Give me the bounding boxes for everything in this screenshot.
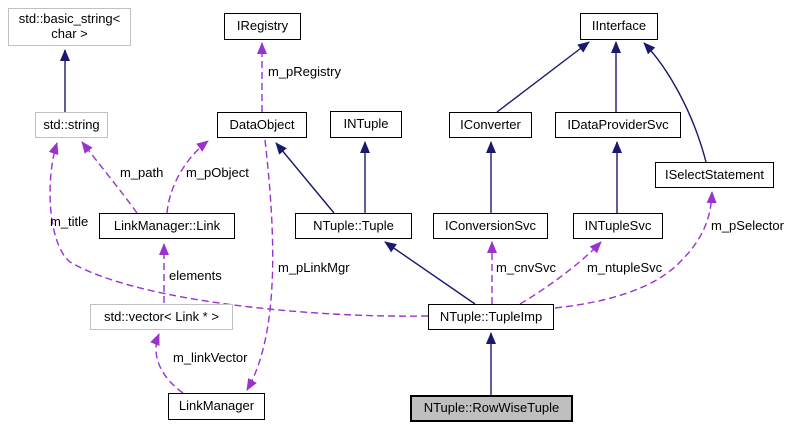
node-std-basic-string[interactable]: std::basic_string< char > <box>8 8 131 46</box>
edge-label-m-linkvector: m_linkVector <box>173 350 248 365</box>
node-std-vector-link[interactable]: std::vector< Link * > <box>90 304 233 330</box>
node-intuplesvc[interactable]: INTupleSvc <box>573 213 663 239</box>
edge-linkmanager-to-vector-m-linkvector <box>150 333 184 394</box>
edge-label-m-ntuplesvc: m_ntupleSvc <box>587 260 663 275</box>
edge-label-elements: elements <box>169 268 222 283</box>
node-idataprovidersvc[interactable]: IDataProviderSvc <box>555 112 681 138</box>
edge-link-to-string-m-path <box>81 141 138 214</box>
edge-label-m-pselector: m_pSelector <box>711 218 784 233</box>
node-iselectstatement[interactable]: ISelectStatement <box>655 162 774 188</box>
node-iconverter[interactable]: IConverter <box>449 112 532 138</box>
edge-label-m-title: m_title <box>50 214 89 229</box>
edge-label-m-path: m_path <box>120 165 164 180</box>
node-iinterface[interactable]: IInterface <box>580 13 658 40</box>
node-iregistry[interactable]: IRegistry <box>224 13 301 40</box>
edge-tupleimp-to-string-m-title <box>48 142 429 317</box>
node-iconversionsvc[interactable]: IConversionSvc <box>433 213 548 239</box>
edge-tupleimp-to-tuple <box>384 241 476 305</box>
node-linkmanager-link[interactable]: LinkManager::Link <box>99 213 235 239</box>
edge-tupleimp-to-intuplesvc-m-ntuplesvc <box>519 241 602 305</box>
edge-tuple-to-dataobject <box>275 142 335 214</box>
node-ntuple-tuple[interactable]: NTuple::Tuple <box>295 213 412 239</box>
edge-label-m-pobject: m_pObject <box>186 165 249 180</box>
edge-label-m-pregistry: m_pRegistry <box>268 64 341 79</box>
node-ntuple-tupleimp[interactable]: NTuple::TupleImp <box>428 304 554 330</box>
edge-dataobject-to-linkmanager-m-plinkmgr <box>246 139 274 391</box>
node-dataobject[interactable]: DataObject <box>217 112 307 138</box>
node-ntuple-rowwisetuple[interactable]: NTuple::RowWiseTuple <box>410 395 573 422</box>
node-intuple[interactable]: INTuple <box>330 111 402 138</box>
edge-tupleimp-to-iselectstatement-m-pselector <box>554 191 717 309</box>
edge-iconverter-to-iinterface <box>496 41 590 113</box>
node-std-string[interactable]: std::string <box>35 112 108 138</box>
edge-label-m-plinkmgr: m_pLinkMgr <box>278 260 350 275</box>
edge-label-m-cnvsvc: m_cnvSvc <box>496 260 556 275</box>
edge-iselectstatement-to-iinterface <box>643 42 707 163</box>
node-linkmanager[interactable]: LinkManager <box>168 393 265 420</box>
edge-link-to-dataobject-m-pobject <box>166 140 209 214</box>
